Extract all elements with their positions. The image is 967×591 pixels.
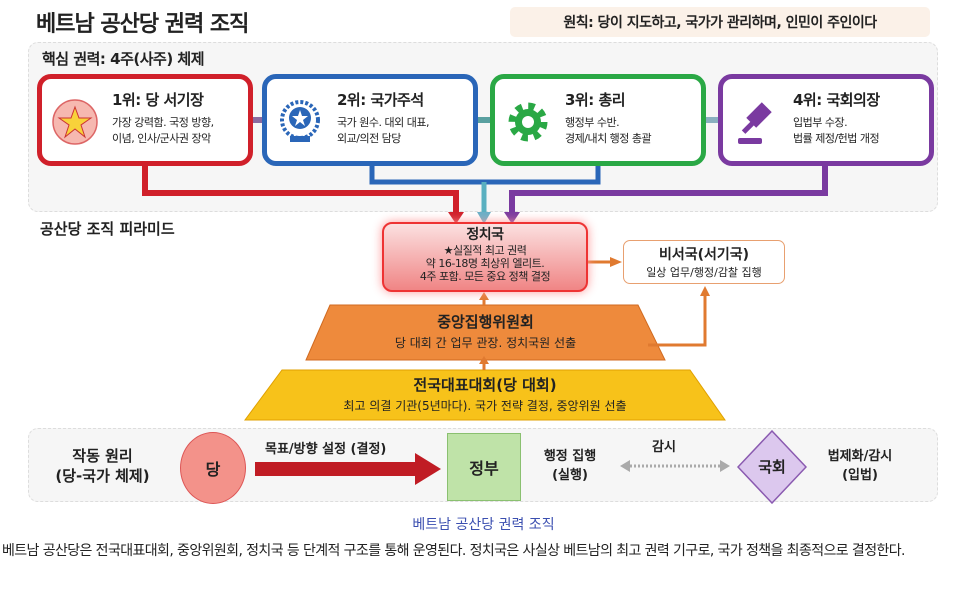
congress-desc: 최고 의결 기관(5년마다). 국가 전략 결정, 중앙위원 선출 <box>343 399 627 413</box>
blue-green-connector <box>369 166 601 185</box>
card-title: 2위: 국가주석 <box>337 91 424 109</box>
party-node: 당 <box>180 432 246 504</box>
principle-banner: 원칙: 당이 지도하고, 국가가 관리하며, 인민이 주인이다 <box>510 7 930 37</box>
label-line: 작동 원리 <box>72 447 133 465</box>
central-to-secretariat-connector <box>648 294 707 347</box>
arrowhead <box>700 286 710 296</box>
gavel-icon <box>731 97 781 147</box>
arrowhead <box>448 212 464 224</box>
secretariat-box: 비서국(서기국) 일상 업무/행정/감찰 집행 <box>623 240 785 284</box>
description-paragraph: 베트남 공산당은 전국대표대회, 중앙위원회, 정치국 등 단계적 구조를 통해… <box>2 543 905 559</box>
direction-label: 목표/방향 설정 (결정) <box>265 442 387 457</box>
arrowhead <box>477 212 491 224</box>
purple-connector <box>509 166 828 214</box>
red-connector <box>142 166 459 214</box>
congress-title: 전국대표대회(당 대회) <box>413 376 557 394</box>
card-desc: 입법부 수장. <box>793 116 848 129</box>
operating-principle-label: 작동 원리 (당-국가 체제) <box>40 446 165 486</box>
politburo-desc: 4주 포함. 모든 중요 정책 결정 <box>419 270 551 283</box>
politburo-box: 정치국 ★실질적 최고 권력 약 16-18명 최상위 엘리트. 4주 포함. … <box>382 222 588 292</box>
secretariat-title: 비서국(서기국) <box>658 247 750 263</box>
government-desc: 행정 집행 (실행) <box>530 447 610 485</box>
assembly-node <box>737 430 807 504</box>
central-title: 중앙집행위원회 <box>437 313 534 331</box>
arrowhead <box>479 292 489 300</box>
gear-icon <box>503 97 553 147</box>
desc-line: (실행) <box>552 468 588 483</box>
pillar-card-prime-minister: 3위: 총리 행정부 수반. 경제/내치 행정 총괄 <box>490 74 706 166</box>
page-title: 베트남 공산당 권력 조직 <box>36 12 249 37</box>
card-desc: 국가 원수. 대외 대표, <box>337 116 429 129</box>
politburo-title: 정치국 <box>466 227 504 243</box>
pillar-card-secretary-general: 1위: 당 서기장 가장 강력함. 국정 방향, 이념, 인사/군사권 장악 <box>37 74 253 166</box>
card-desc: 경제/내치 행정 총괄 <box>565 132 652 145</box>
politburo-desc: 약 16-18명 최상위 엘리트. <box>425 257 545 270</box>
central-committee-label: 중앙집행위원회 당 대회 간 업무 관장. 정치국원 선출 <box>306 311 665 351</box>
card-desc: 법률 제정/헌법 개정 <box>793 132 880 145</box>
desc-line: 법제화/감시 <box>827 449 893 464</box>
direction-arrow <box>255 453 441 485</box>
government-node: 정부 <box>447 433 521 501</box>
connector-lines <box>142 117 828 421</box>
politburo-desc: ★실질적 최고 권력 <box>443 244 527 257</box>
assembly-desc: 법제화/감시 (입법) <box>815 447 905 485</box>
central-desc: 당 대회 간 업무 관장. 정치국원 선출 <box>394 336 577 350</box>
arrowhead <box>479 356 489 364</box>
arrowhead <box>610 257 622 267</box>
label-line: (당-국가 체제) <box>55 467 150 485</box>
card-title: 1위: 당 서기장 <box>112 91 204 109</box>
pyramid-label: 공산당 조직 피라미드 <box>40 220 175 238</box>
national-emblem-icon <box>275 97 325 147</box>
central-committee-tier <box>305 304 666 361</box>
congress-tier <box>244 369 726 421</box>
card-title: 3위: 총리 <box>565 91 626 109</box>
figure-caption: 베트남 공산당 권력 조직 <box>412 517 555 533</box>
monitor-arrow <box>620 460 730 472</box>
assembly-label: 국회 <box>758 458 786 476</box>
card-desc: 외교/의전 담당 <box>337 132 401 145</box>
card-desc: 가장 강력함. 국정 방향, <box>112 116 214 129</box>
secretariat-desc: 일상 업무/행정/감찰 집행 <box>646 266 762 279</box>
monitor-label: 감시 <box>652 440 676 455</box>
core-power-label: 핵심 권력: 4주(사주) 체제 <box>42 50 205 68</box>
card-desc: 이념, 인사/군사권 장악 <box>112 132 211 145</box>
pillar-card-assembly-chair: 4위: 국회의장 입법부 수장. 법률 제정/헌법 개정 <box>718 74 934 166</box>
desc-line: 행정 집행 <box>543 449 597 464</box>
card-title: 4위: 국회의장 <box>793 91 880 109</box>
card-desc: 행정부 수반. <box>565 116 620 129</box>
pillar-card-president: 2위: 국가주석 국가 원수. 대외 대표, 외교/의전 담당 <box>262 74 478 166</box>
desc-line: (입법) <box>842 468 878 483</box>
congress-label: 전국대표대회(당 대회) 최고 의결 기관(5년마다). 국가 전략 결정, 중… <box>245 374 725 414</box>
star-emblem-icon <box>50 97 100 147</box>
arrowhead <box>504 212 520 224</box>
